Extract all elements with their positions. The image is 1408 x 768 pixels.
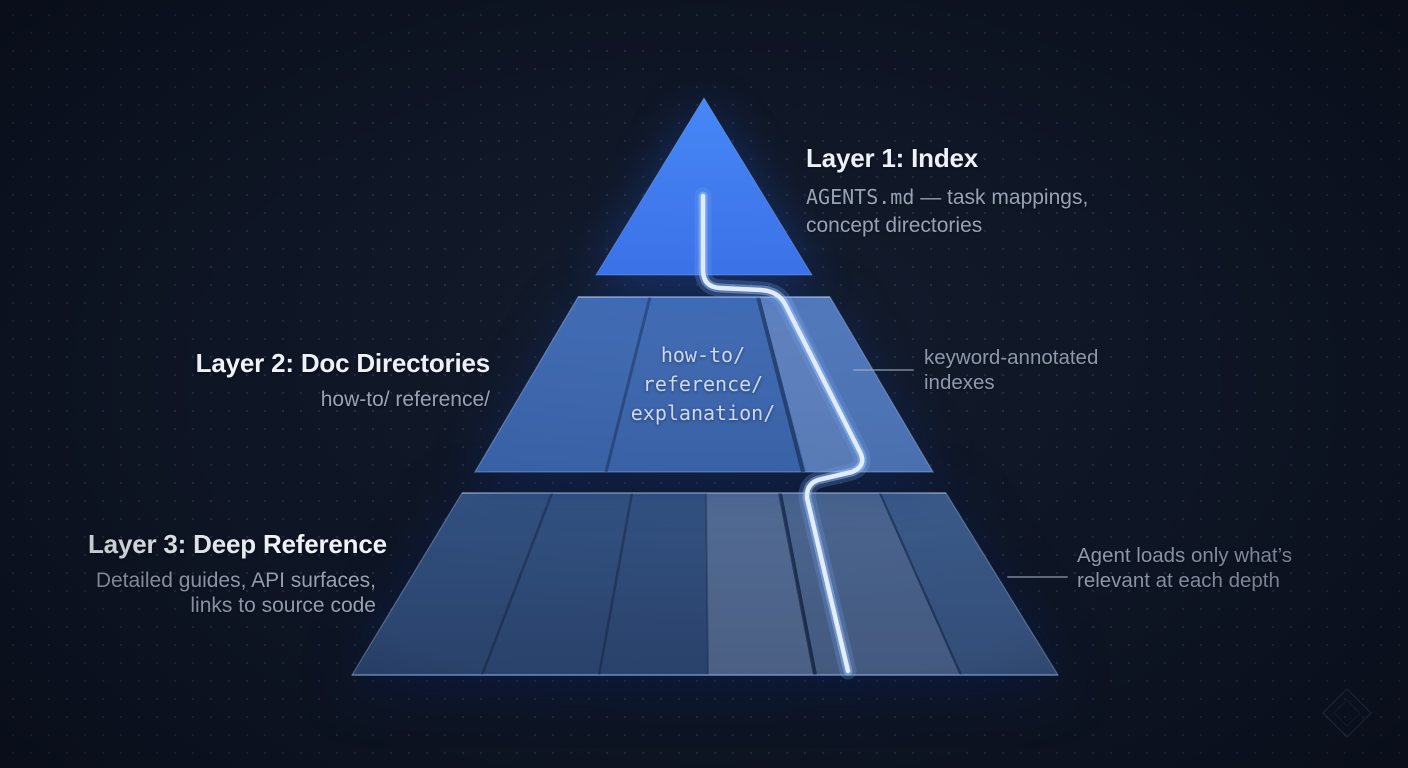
annotation-middle: keyword-annotated indexes	[924, 345, 1098, 395]
layer1-description: AGENTS.md — task mappings, concept direc…	[806, 183, 1088, 240]
agents-md-filename: AGENTS.md	[806, 185, 915, 209]
layer2-subtitle: how-to/ reference/	[320, 388, 490, 411]
annotation-middle-line2: indexes	[924, 371, 995, 394]
layer3-description: Detailed guides, API surfaces, links to …	[88, 568, 376, 618]
layer1-label-block: Layer 1: Index AGENTS.md — task mappings…	[806, 143, 1088, 240]
layer2-label-block: Layer 2: Doc Directories how-to/ referen…	[186, 348, 491, 414]
layer3-shape	[350, 492, 1060, 676]
directory-how-to: how-to/	[660, 343, 746, 367]
layer3-description-line1: Detailed guides, API surfaces,	[95, 569, 376, 592]
annotation-connector-middle	[853, 369, 914, 371]
annotation-middle-line1: keyword-annotated	[924, 346, 1099, 369]
layer1-description-line2: concept directories	[806, 214, 983, 237]
layer3-description-line2: links to source code	[190, 594, 376, 617]
annotation-bottom-line1: Agent loads only what’s	[1077, 544, 1293, 567]
layer3-title: Layer 3: Deep Reference	[88, 529, 387, 559]
annotation-bottom: Agent loads only what’s relevant at each…	[1077, 543, 1292, 593]
layer1-description-rest: — task mappings,	[914, 186, 1089, 209]
directory-reference: reference/	[642, 372, 764, 396]
directory-explanation: explanation/	[630, 401, 776, 425]
annotation-bottom-line2: relevant at each depth	[1077, 569, 1280, 592]
layer3-label-block: Layer 3: Deep Reference Detailed guides,…	[88, 529, 387, 618]
layer1-title: Layer 1: Index	[806, 143, 979, 173]
annotation-connector-bottom	[1007, 576, 1068, 578]
layer2-directory-list: how-to/ reference/ explanation/	[631, 341, 776, 428]
watermark-diamond	[1321, 687, 1373, 739]
layer1-description-line1: AGENTS.md — task mappings,	[806, 183, 1088, 212]
layer2-title: Layer 2: Doc Directories	[195, 348, 491, 378]
